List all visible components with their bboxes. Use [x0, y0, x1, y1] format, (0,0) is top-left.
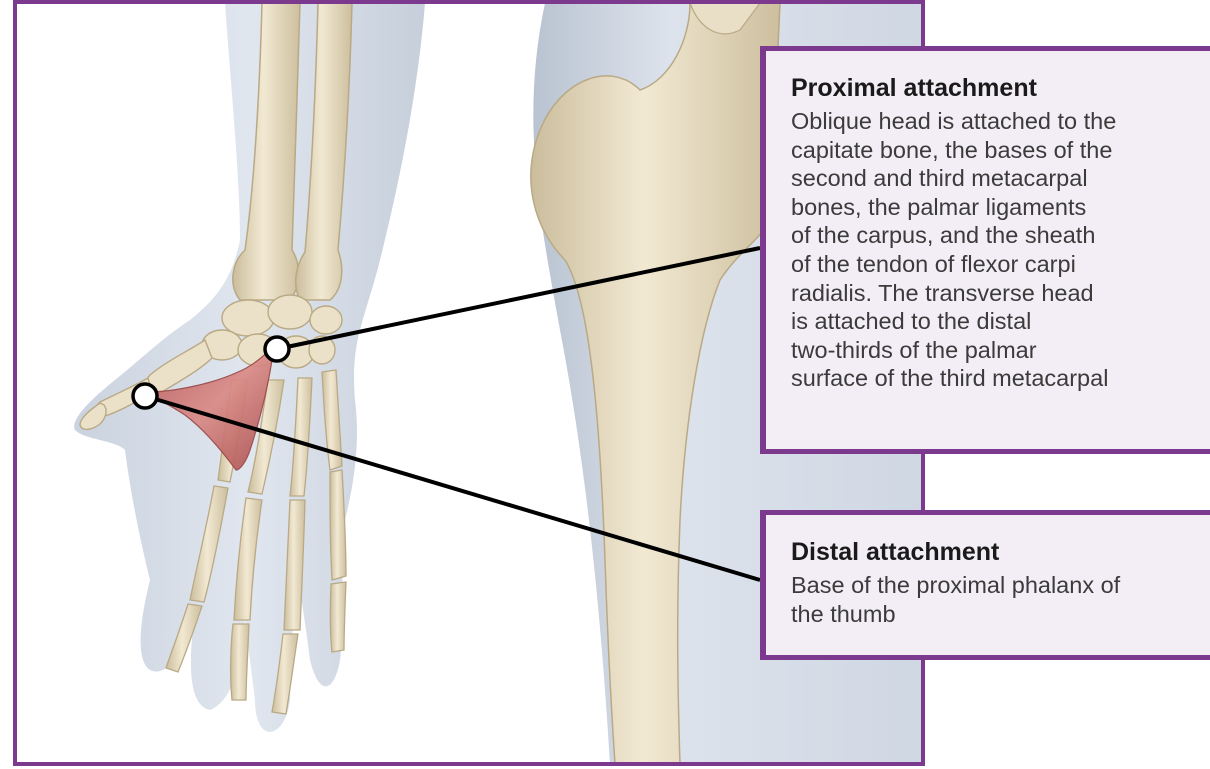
- proximal-text-line: bones, the palmar ligaments: [791, 194, 1086, 220]
- proximal-text-line: surface of the third metacarpal: [791, 365, 1108, 391]
- distal-text-line: Base of the proximal phalanx of: [791, 572, 1120, 598]
- proximal-text-line: Oblique head is attached to the: [791, 108, 1116, 134]
- distal-text-line: the thumb: [791, 601, 896, 627]
- proximal-attachment-title: Proximal attachment: [791, 73, 1200, 103]
- distal-attachment-callout: Distal attachment Base of the proximal p…: [760, 510, 1210, 660]
- proximal-text-line: of the tendon of flexor carpi: [791, 251, 1076, 277]
- proximal-text-line: is attached to the distal: [791, 308, 1031, 334]
- distal-attachment-marker: [133, 384, 157, 408]
- proximal-attachment-text: Oblique head is attached to the capitate…: [791, 107, 1200, 393]
- proximal-attachment-callout: Proximal attachment Oblique head is atta…: [760, 46, 1210, 454]
- distal-attachment-text: Base of the proximal phalanx of the thum…: [791, 571, 1200, 628]
- distal-attachment-title: Distal attachment: [791, 537, 1200, 567]
- proximal-text-line: second and third metacarpal: [791, 165, 1088, 191]
- proximal-text-line: of the carpus, and the sheath: [791, 222, 1095, 248]
- proximal-text-line: capitate bone, the bases of the: [791, 137, 1112, 163]
- proximal-text-line: radialis. The transverse head: [791, 280, 1094, 306]
- proximal-text-line: two-thirds of the palmar: [791, 337, 1037, 363]
- proximal-attachment-marker: [265, 337, 289, 361]
